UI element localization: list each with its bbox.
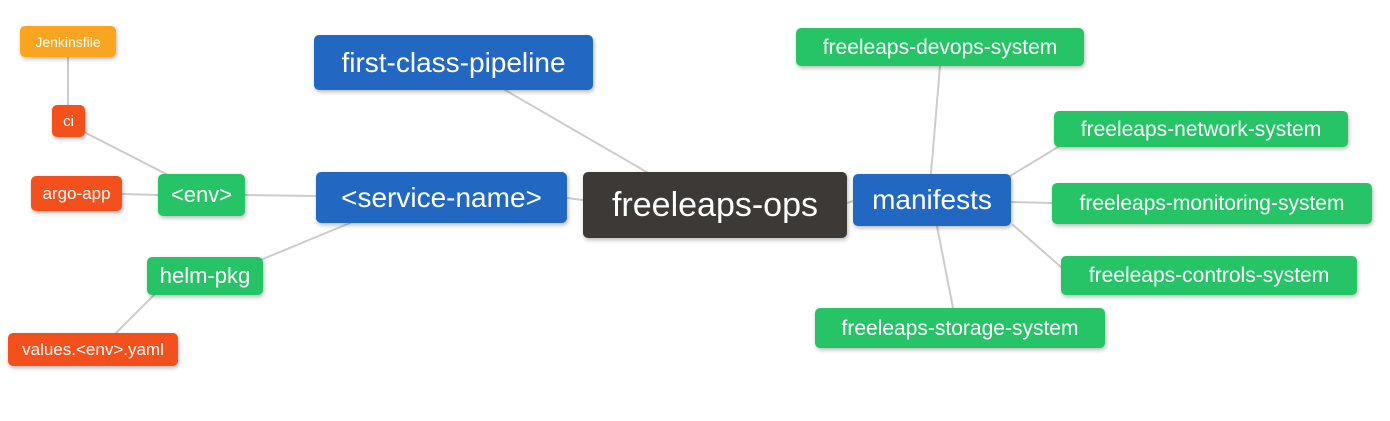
node-ci[interactable]: ci bbox=[52, 105, 85, 137]
edge-helm-pkg--values-env-yaml bbox=[115, 294, 155, 334]
node-argo-app[interactable]: argo-app bbox=[31, 176, 122, 211]
edge-manifests--freeleaps-network-system bbox=[1009, 146, 1059, 177]
edge-manifests--freeleaps-devops-system bbox=[930, 65, 941, 175]
edge-service-name--freeleaps-ops bbox=[566, 197, 584, 201]
node-freeleaps-monitoring-system[interactable]: freeleaps-monitoring-system bbox=[1052, 183, 1372, 224]
edge-first-class-pipeline--freeleaps-ops bbox=[504, 89, 651, 175]
edge-manifests--freeleaps-storage-system bbox=[936, 225, 954, 309]
edge-ci--env bbox=[81, 130, 171, 177]
node-jenkinsfile[interactable]: Jenkinsfile bbox=[20, 26, 116, 57]
node-first-class-pipeline[interactable]: first-class-pipeline bbox=[314, 35, 593, 90]
node-freeleaps-storage-system[interactable]: freeleaps-storage-system bbox=[815, 308, 1105, 348]
node-env[interactable]: <env> bbox=[158, 174, 245, 216]
node-helm-pkg[interactable]: helm-pkg bbox=[147, 257, 263, 295]
node-service-name[interactable]: <service-name> bbox=[316, 172, 567, 223]
node-freeleaps-devops-system[interactable]: freeleaps-devops-system bbox=[796, 28, 1084, 66]
edge-manifests--freeleaps-monitoring-system bbox=[1010, 201, 1053, 204]
edge-env--service-name bbox=[244, 194, 317, 197]
node-freeleaps-controls-system[interactable]: freeleaps-controls-system bbox=[1061, 256, 1357, 295]
node-manifests[interactable]: manifests bbox=[853, 174, 1011, 226]
node-values-env-yaml[interactable]: values.<env>.yaml bbox=[8, 333, 178, 366]
edge-service-name--helm-pkg bbox=[262, 222, 351, 260]
edge-argo-app--env bbox=[121, 193, 159, 196]
edge-manifests--freeleaps-controls-system bbox=[1012, 224, 1062, 268]
node-freeleaps-network-system[interactable]: freeleaps-network-system bbox=[1054, 111, 1348, 147]
node-freeleaps-ops[interactable]: freeleaps-ops bbox=[583, 172, 847, 238]
